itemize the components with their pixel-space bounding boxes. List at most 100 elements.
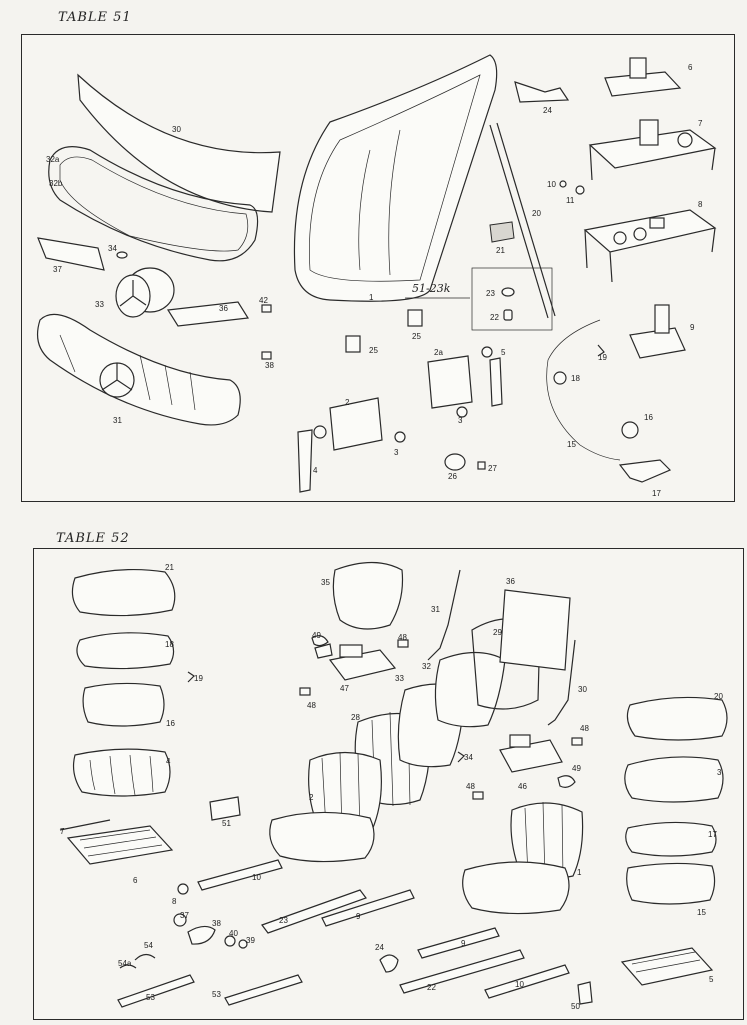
t52-num: 34 xyxy=(464,753,473,762)
t52-num: 48 xyxy=(580,724,589,733)
t52-num: 19 xyxy=(194,674,203,683)
part-10-rail-a xyxy=(197,859,283,891)
part-hood-frame xyxy=(293,54,498,302)
t52-num: 48 xyxy=(398,633,407,642)
t51-num: 19 xyxy=(598,353,607,362)
t51-num: 36 xyxy=(219,304,228,313)
t52-num: 33 xyxy=(395,674,404,683)
part-46-mechanism xyxy=(499,734,563,773)
part-15-cable xyxy=(546,319,621,461)
part-49a xyxy=(557,775,576,788)
part-54 xyxy=(134,953,156,961)
t52-num: 9 xyxy=(461,939,466,948)
part-10 xyxy=(559,180,567,188)
part-19 xyxy=(597,344,605,357)
part-18-cushion xyxy=(76,632,175,670)
part-7 xyxy=(588,119,717,181)
part-complete-grille xyxy=(37,313,241,426)
t51-num: 1 xyxy=(369,293,374,302)
t52-num: 17 xyxy=(708,830,717,839)
part-4-cushion xyxy=(72,748,171,797)
t51-num: 18 xyxy=(571,374,580,383)
t52-num: 5 xyxy=(709,975,714,984)
t51-num: 22 xyxy=(490,313,499,322)
t52-num: 23 xyxy=(279,916,288,925)
t52-num: 24 xyxy=(375,943,384,952)
t52-num: 37 xyxy=(180,911,189,920)
t51-num: 37 xyxy=(53,265,62,274)
part-39 xyxy=(238,939,248,949)
t52-num: 48 xyxy=(466,782,475,791)
t51-num: 3 xyxy=(458,416,463,425)
part-18 xyxy=(553,371,567,385)
part-26 xyxy=(444,453,466,471)
t51-num: 5 xyxy=(501,348,506,357)
part-34-clip xyxy=(457,751,465,763)
t52-num: 50 xyxy=(571,1002,580,1011)
t52-num: 8 xyxy=(172,897,177,906)
t52-num: 28 xyxy=(351,713,360,722)
t51-num: 2 xyxy=(345,398,350,407)
t52-num: 51 xyxy=(222,819,231,828)
t51-num: 16 xyxy=(644,413,653,422)
t52-num: 29 xyxy=(493,628,502,637)
part-17 xyxy=(618,459,672,483)
part-2a-plate xyxy=(427,346,503,418)
t51-num: 26 xyxy=(448,472,457,481)
part-51 xyxy=(209,796,241,821)
part-37 xyxy=(37,237,105,271)
t52-num: 38 xyxy=(212,919,221,928)
part-10-rail-b xyxy=(484,964,570,999)
t51-num: 11 xyxy=(566,196,575,205)
t51-num: 30 xyxy=(172,125,181,134)
t52-num: 48 xyxy=(307,701,316,710)
t52-num: 6 xyxy=(133,876,138,885)
t52-num: 36 xyxy=(506,577,515,586)
t51-num: 15 xyxy=(567,440,576,449)
part-3-cushion xyxy=(624,756,724,803)
t52-num: 3 xyxy=(717,768,722,777)
t52-num: 47 xyxy=(340,684,349,693)
t52-num: 54 xyxy=(144,941,153,950)
t51-ref-label: 51-23k xyxy=(412,282,451,295)
part-47-mechanism xyxy=(314,643,397,681)
t51-num: 2a xyxy=(434,348,443,357)
part-49b xyxy=(311,635,329,647)
part-16 xyxy=(621,421,639,439)
t52-num: 46 xyxy=(518,782,527,791)
t52-num: 15 xyxy=(697,908,706,917)
part-8 xyxy=(177,883,189,895)
table-51-title: TABLE 51 xyxy=(58,10,132,25)
part-6-seat-frame xyxy=(59,819,174,865)
t51-num: 6 xyxy=(688,63,693,72)
part-53a xyxy=(117,974,195,1008)
table-51-drawings xyxy=(37,54,717,493)
t52-num: 39 xyxy=(246,936,255,945)
part-40 xyxy=(224,935,236,947)
t52-num: 35 xyxy=(321,578,330,587)
part-16-spring xyxy=(82,682,165,727)
t51-num: 33 xyxy=(95,300,104,309)
part-2-hinge xyxy=(297,397,406,493)
part-25b xyxy=(407,309,423,327)
part-21 xyxy=(489,221,515,243)
part-35-back xyxy=(332,561,404,630)
table-52-title: TABLE 52 xyxy=(56,531,130,546)
t52-num: 53 xyxy=(146,993,155,1002)
t52-num: 21 xyxy=(165,563,174,572)
part-8 xyxy=(583,209,717,283)
part-48d xyxy=(472,791,484,800)
part-54a xyxy=(119,964,137,969)
t51-num: 3 xyxy=(394,448,399,457)
part-19-clip xyxy=(187,671,195,683)
part-23-rail xyxy=(261,889,367,934)
t51-num: 25 xyxy=(412,332,421,341)
t52-num: 49 xyxy=(572,764,581,773)
t52-num: 22 xyxy=(427,983,436,992)
part-grille-frame xyxy=(48,146,259,262)
part-48c xyxy=(571,737,583,746)
t51-num: 23 xyxy=(486,289,495,298)
part-38 xyxy=(261,351,272,360)
part-48a xyxy=(299,687,311,696)
